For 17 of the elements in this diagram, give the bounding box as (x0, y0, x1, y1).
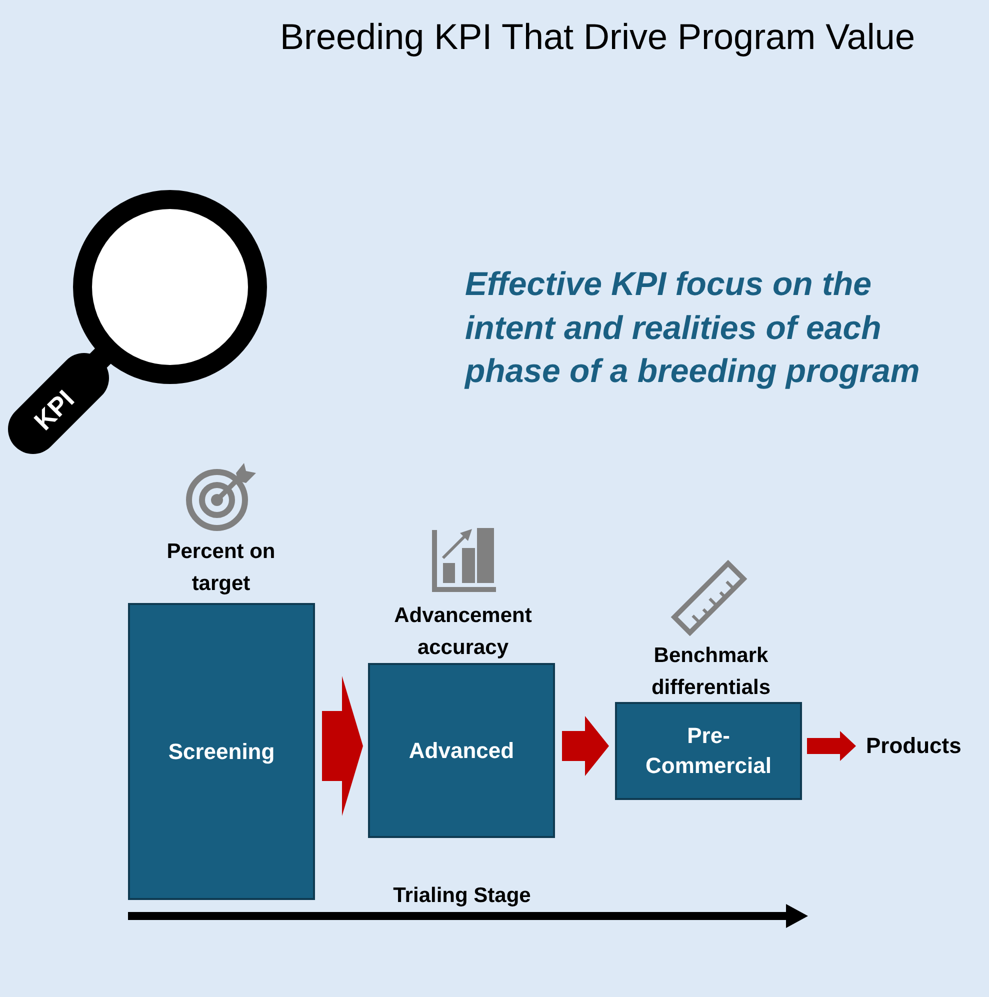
stage-box (368, 663, 555, 838)
output-label: Products (866, 731, 978, 761)
block-arrow (807, 731, 856, 761)
kpi-caption: Percent on target (166, 539, 276, 597)
statement-text: Effective KPI focus on the intent and realities of each phase of a breeding program (465, 264, 921, 391)
stage-box (128, 603, 315, 900)
stage-label: Advanced (408, 736, 514, 764)
handle-label: KPI (27, 383, 81, 438)
stage-box (615, 702, 802, 800)
block-arrow (562, 716, 609, 776)
title: Breeding KPI That Drive Program Value (280, 15, 915, 59)
kpi-caption: Benchmark differentials (650, 643, 772, 701)
kpi-caption: Advancement accuracy (393, 603, 533, 661)
stage-label: Pre-Commercial (644, 722, 772, 780)
axis-label: Trialing Stage (392, 883, 532, 909)
stage-label: Screening (168, 738, 275, 766)
block-arrow (322, 676, 363, 816)
